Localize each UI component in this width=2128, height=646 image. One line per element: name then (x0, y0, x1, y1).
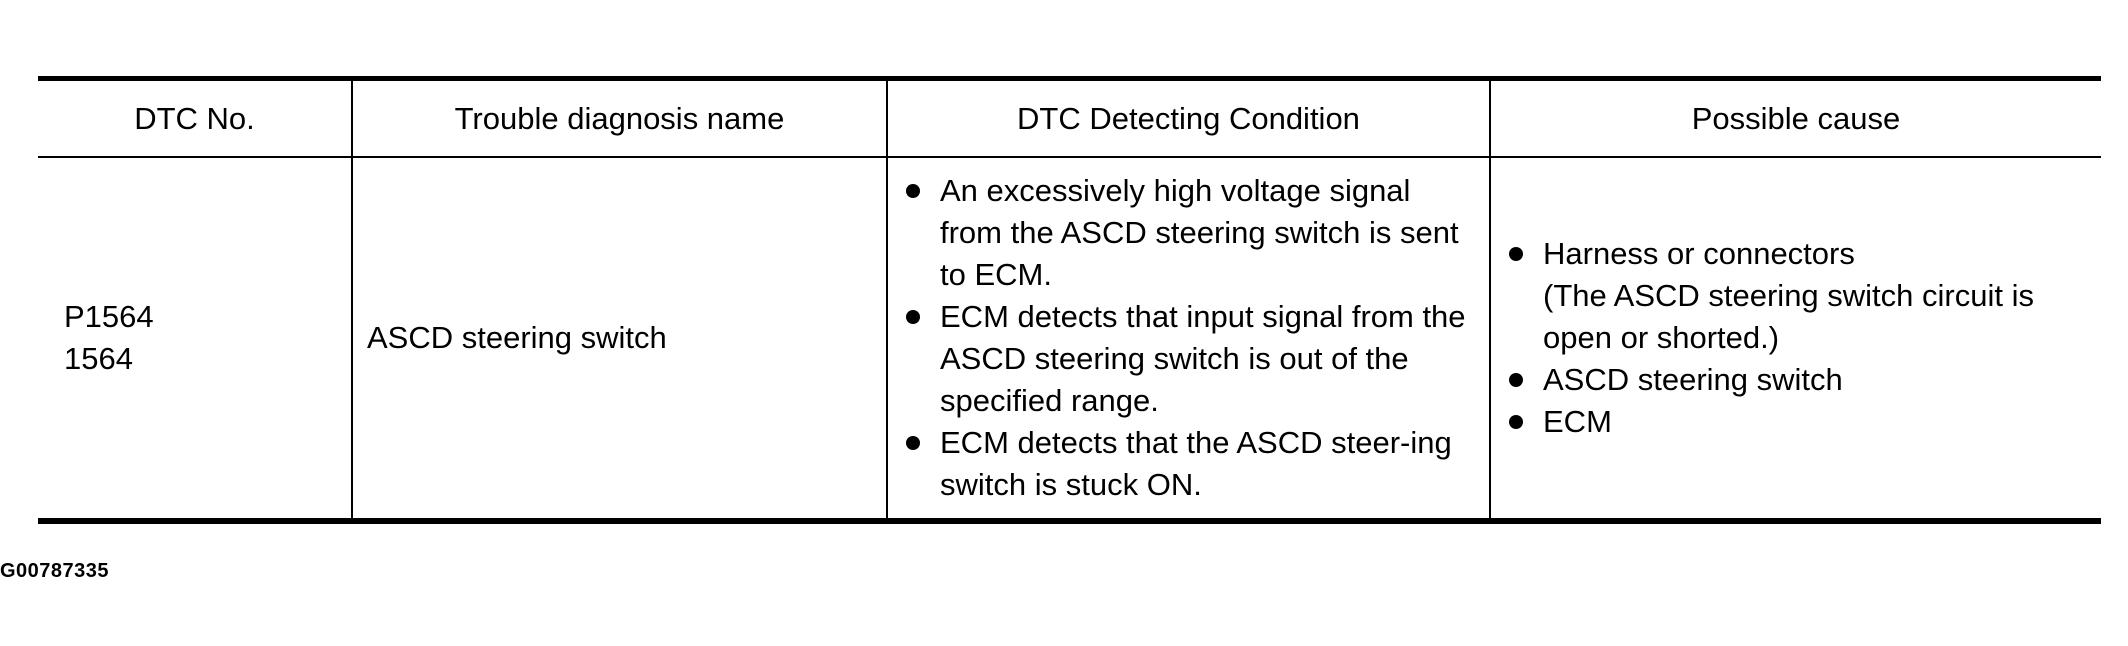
condition-list: An excessively high voltage signal from … (902, 170, 1479, 506)
dtc-code-secondary: 1564 (64, 341, 133, 376)
diagnosis-name-cell: ASCD steering switch (351, 157, 888, 521)
figure-id: G00787335 (0, 560, 110, 582)
header-trouble-diagnosis-name: Trouble diagnosis name (351, 78, 888, 158)
cause-main: Harness or connectors (1543, 236, 1855, 271)
detecting-condition-cell: An excessively high voltage signal from … (886, 157, 1491, 521)
cause-main: ECM (1543, 404, 1612, 439)
cause-main: ASCD steering switch (1543, 362, 1843, 397)
header-dtc-no: DTC No. (38, 78, 353, 158)
header-dtc-detecting-condition: DTC Detecting Condition (886, 78, 1491, 158)
condition-item: An excessively high voltage signal from … (902, 170, 1479, 296)
cause-detail: (The ASCD steering switch circuit is ope… (1543, 278, 2034, 355)
diagnosis-name: ASCD steering switch (367, 320, 667, 355)
possible-cause-cell: Harness or connectors (The ASCD steering… (1489, 157, 2101, 521)
dtc-table: DTC No. Trouble diagnosis name DTC Detec… (38, 76, 2101, 524)
table-row: P1564 1564 ASCD steering switch An exces… (38, 157, 2101, 521)
dtc-code-cell: P1564 1564 (38, 157, 353, 521)
condition-item: ECM detects that input signal from the A… (902, 296, 1479, 422)
header-possible-cause: Possible cause (1489, 78, 2101, 158)
cause-item: Harness or connectors (The ASCD steering… (1505, 233, 2091, 359)
cause-list: Harness or connectors (The ASCD steering… (1505, 233, 2091, 443)
table-header-row: DTC No. Trouble diagnosis name DTC Detec… (38, 78, 2101, 158)
cause-item: ASCD steering switch (1505, 359, 2091, 401)
dtc-code-primary: P1564 (64, 299, 154, 334)
condition-item: ECM detects that the ASCD steer-ing swit… (902, 422, 1479, 506)
cause-item: ECM (1505, 401, 2091, 443)
